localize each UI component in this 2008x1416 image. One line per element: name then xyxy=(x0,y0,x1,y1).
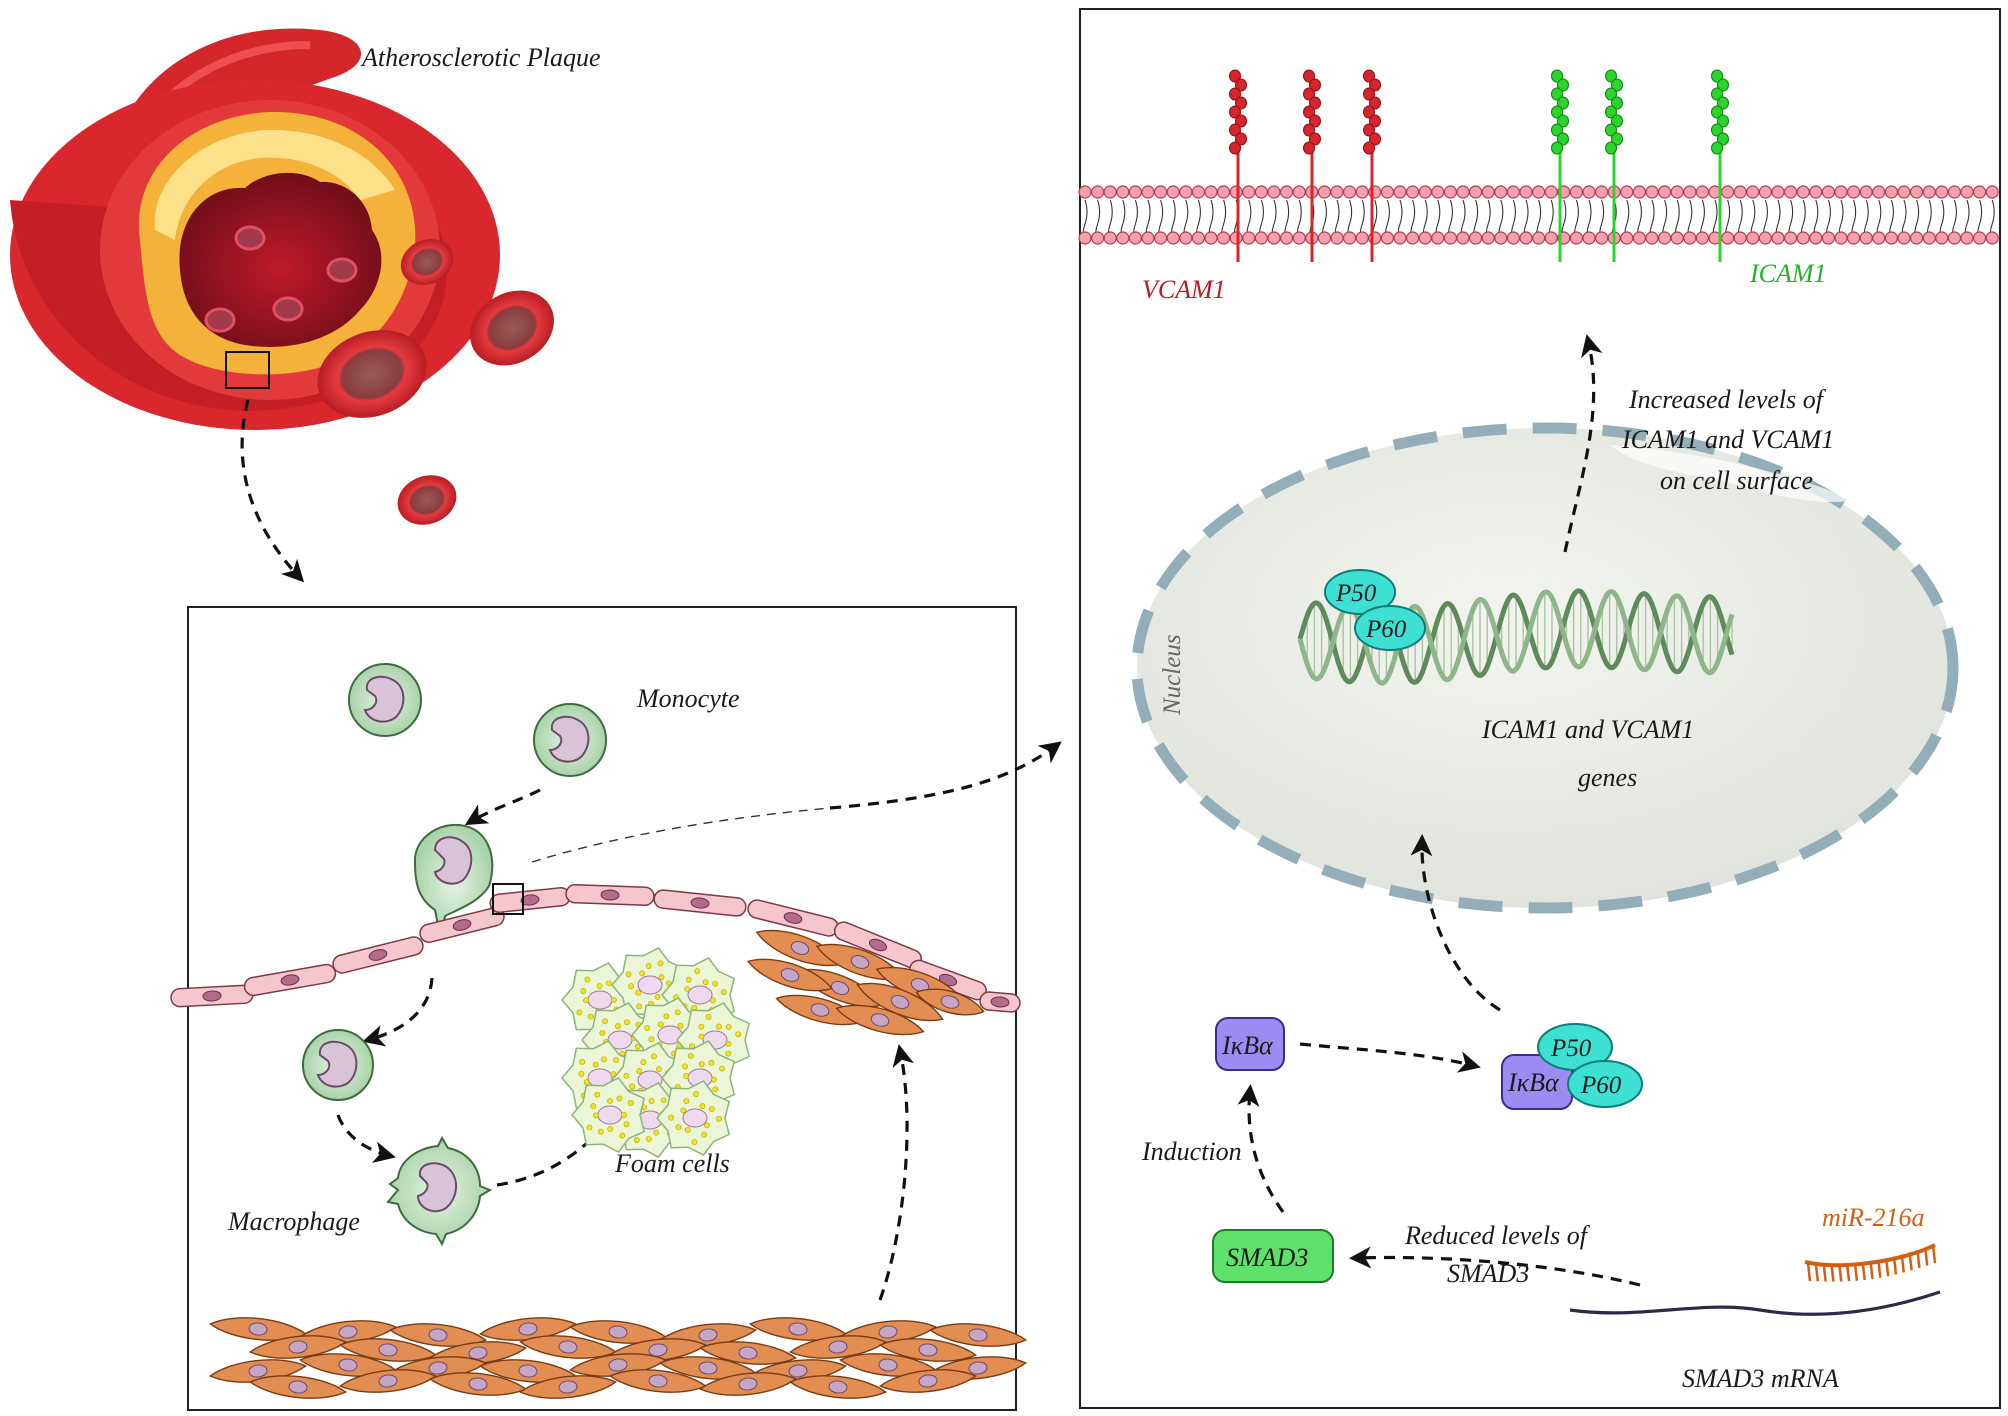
icam1-receptors xyxy=(1551,69,1729,262)
foam-cells-cluster xyxy=(561,947,751,1158)
monocyte-label: Monocyte xyxy=(636,684,740,713)
artery-illustration xyxy=(10,28,500,430)
p50-on-dna: P50 xyxy=(1324,569,1396,615)
arrow-monocyte-to-macrophage xyxy=(336,1114,396,1163)
induction-label: Induction xyxy=(1141,1137,1242,1166)
red-blood-cells xyxy=(317,239,554,525)
svg-text:P60: P60 xyxy=(1365,616,1407,643)
vcam1-receptor xyxy=(1303,69,1321,262)
molecular-mechanism-panel: VCAM1 ICAM1 Nucleus P50 P60 ICAM1 and VC… xyxy=(1078,8,2001,1409)
p60-on-dna: P60 xyxy=(1354,605,1426,651)
icam1-receptor xyxy=(1551,69,1569,262)
smad3-protein: SMAD3 xyxy=(1212,1229,1334,1283)
increased-line1: Increased levels of xyxy=(1628,385,1827,414)
icam1-receptor xyxy=(1605,69,1623,262)
macrophage-cell xyxy=(386,1135,493,1247)
icam1-receptor xyxy=(1711,69,1729,262)
arrow-smc-migration xyxy=(878,1044,915,1301)
artery-lumen xyxy=(179,172,382,347)
vcam1-receptors xyxy=(1229,69,1381,262)
svg-text:P50: P50 xyxy=(1335,580,1377,607)
reduced-line1: Reduced levels of xyxy=(1404,1221,1591,1250)
genes-label-line2: genes xyxy=(1578,763,1637,792)
svg-text:SMAD3: SMAD3 xyxy=(1226,1243,1308,1272)
artery-zoom-box xyxy=(225,351,270,389)
arrow-zoom-to-cell-panel xyxy=(531,807,831,863)
mir-216a-strand xyxy=(1804,1243,1937,1282)
plaque-title: Atherosclerotic Plaque xyxy=(360,43,601,72)
vcam1-receptor xyxy=(1229,69,1247,262)
nucleus-label: Nucleus xyxy=(1159,634,1186,716)
arrow-zoom-to-cell-panel-head xyxy=(829,741,1062,810)
svg-text:P60: P60 xyxy=(1580,1072,1622,1099)
genes-label-line1: ICAM1 and VCAM1 xyxy=(1481,715,1694,744)
arrow-ikba-to-complex xyxy=(1299,1042,1481,1073)
foam-cells-label: Foam cells xyxy=(614,1149,730,1178)
icam1-label: ICAM1 xyxy=(1749,259,1827,288)
endothelium-layer xyxy=(170,884,1021,1013)
arrow-artery-to-panel xyxy=(240,399,305,583)
ikba-free: IκBα xyxy=(1215,1017,1285,1071)
transmigrating-monocyte xyxy=(413,823,494,941)
monocyte-cell xyxy=(533,703,607,777)
increased-line2: ICAM1 and VCAM1 xyxy=(1621,425,1834,454)
monocyte-cell xyxy=(348,663,422,737)
svg-text:P50: P50 xyxy=(1550,1035,1592,1062)
svg-text:IκBα: IκBα xyxy=(1507,1068,1560,1097)
smooth-muscle-cluster-upper xyxy=(746,929,985,1036)
reduced-line2: SMAD3 xyxy=(1447,1259,1529,1288)
macrophage-label: Macrophage xyxy=(227,1207,360,1236)
arrow-genes-to-surface xyxy=(1563,334,1603,553)
mrna-label: SMAD3 mRNA xyxy=(1682,1364,1839,1393)
arrow-smad3-to-ikba xyxy=(1237,1084,1285,1213)
vcam1-label: VCAM1 xyxy=(1142,275,1226,304)
endothelium-zoom-box xyxy=(492,883,524,915)
mirna-label: miR-216a xyxy=(1822,1203,1925,1232)
cell-membrane xyxy=(1078,185,1999,245)
ikba-nfkb-complex: IκBα P50 P60 xyxy=(1501,1023,1643,1110)
arrow-complex-to-nucleus xyxy=(1410,834,1501,1012)
arrow-wall-to-monocyte xyxy=(362,977,434,1047)
smad3-mrna-strand xyxy=(1569,1290,1941,1316)
svg-text:IκBα: IκBα xyxy=(1221,1031,1274,1060)
arrow-monocyte-to-wall xyxy=(464,788,541,826)
plaque-highlight xyxy=(154,129,395,240)
tissue-monocyte xyxy=(302,1029,374,1101)
cell-events-panel: Monocyte Macrophage Foam cells xyxy=(170,606,1028,1411)
arrow-mrna-to-smad3 xyxy=(1349,1246,1641,1287)
smooth-muscle-layer-lower xyxy=(208,1317,1028,1399)
nucleus-highlight xyxy=(1610,445,1855,502)
vcam1-receptor xyxy=(1363,69,1381,262)
increased-line3: on cell surface xyxy=(1660,466,1813,495)
